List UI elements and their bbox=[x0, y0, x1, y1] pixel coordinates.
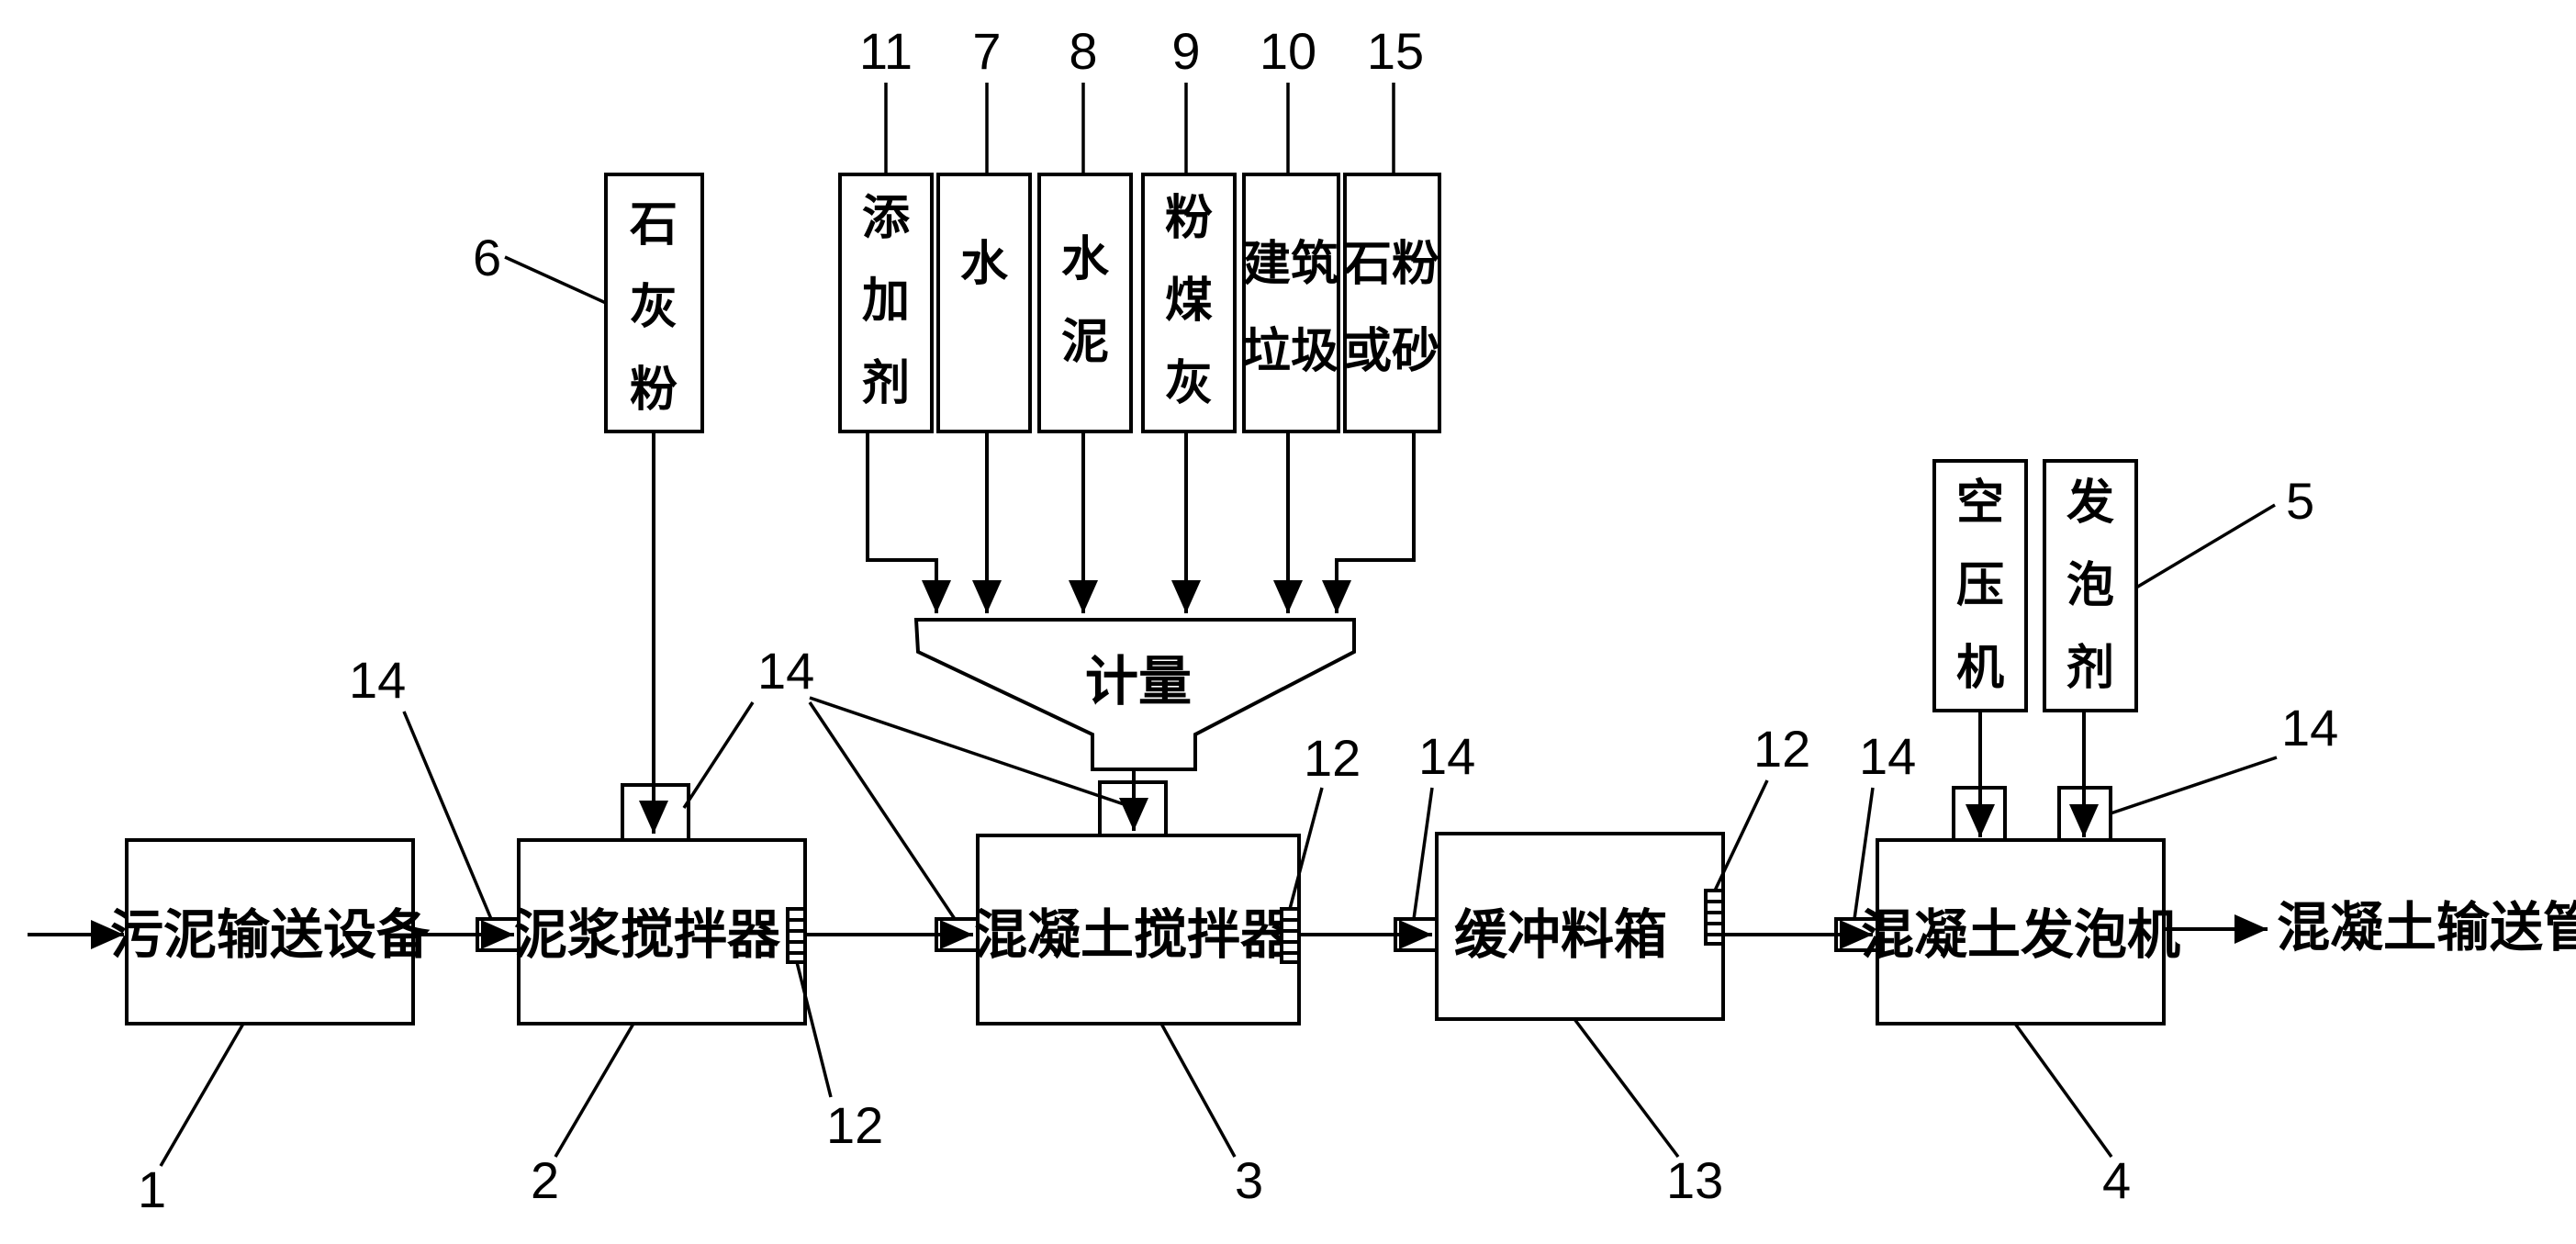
ref-8: 8 bbox=[1069, 22, 1097, 80]
svg-text:水: 水 bbox=[960, 237, 1009, 292]
sludge-conveyor-box: 污泥输送设备 bbox=[110, 838, 431, 1025]
svg-text:石: 石 bbox=[630, 197, 678, 252]
svg-text:剂: 剂 bbox=[2066, 641, 2114, 696]
ref-14-b: 14 bbox=[757, 642, 814, 700]
concrete-foamer-box: 混凝土发泡机 bbox=[1861, 838, 2180, 1025]
cement-box: 水 泥 bbox=[1037, 173, 1133, 433]
svg-text:机: 机 bbox=[1956, 641, 2004, 696]
output-label: 混凝土输送管 bbox=[2277, 896, 2576, 958]
outlet-grille bbox=[1280, 907, 1301, 964]
svg-text:剂: 剂 bbox=[862, 356, 910, 411]
outlet-grille bbox=[1704, 889, 1725, 946]
stone-powder-box: 石粉 或砂 bbox=[1343, 173, 1441, 433]
svg-text:空: 空 bbox=[1956, 476, 2004, 531]
buffer-bin-label: 缓冲料箱 bbox=[1454, 903, 1667, 966]
sludge-conveyor-label: 污泥输送设备 bbox=[110, 903, 431, 966]
water-box: 水 bbox=[936, 173, 1032, 433]
svg-text:发: 发 bbox=[2066, 476, 2114, 531]
svg-text:添: 添 bbox=[862, 191, 910, 246]
svg-text:泥: 泥 bbox=[1061, 315, 1109, 370]
svg-text:灰: 灰 bbox=[1165, 356, 1213, 411]
concrete-mixer-label: 混凝土搅拌器 bbox=[974, 903, 1294, 966]
svg-text:水: 水 bbox=[1061, 232, 1110, 287]
inlet-connector bbox=[1834, 917, 1879, 952]
fly-ash-box: 粉 煤 灰 bbox=[1141, 173, 1237, 433]
svg-text:或砂: 或砂 bbox=[1344, 324, 1439, 379]
foaming-agent-box: 发 泡 剂 bbox=[2043, 459, 2138, 712]
inlet-connector bbox=[1394, 917, 1439, 952]
svg-text:灰: 灰 bbox=[630, 280, 678, 335]
ref-11: 11 bbox=[859, 22, 913, 80]
ref-12-b: 12 bbox=[1304, 729, 1361, 787]
ref-14-d: 14 bbox=[1859, 727, 1916, 785]
construction-waste-box: 建筑 垃圾 bbox=[1242, 173, 1340, 433]
svg-text:垃圾: 垃圾 bbox=[1243, 324, 1338, 379]
additive-box: 添 加 剂 bbox=[838, 173, 934, 433]
ref-14-c: 14 bbox=[1418, 727, 1475, 785]
outlet-grille bbox=[786, 907, 807, 964]
buffer-bin-box: 缓冲料箱 bbox=[1435, 832, 1725, 1021]
concrete-foamer-label: 混凝土发泡机 bbox=[1861, 903, 2180, 966]
ref-5: 5 bbox=[2286, 472, 2314, 530]
ref-12-a: 12 bbox=[826, 1096, 883, 1154]
svg-text:压: 压 bbox=[1956, 558, 2004, 613]
ref-4: 4 bbox=[2102, 1151, 2131, 1209]
ref-10: 10 bbox=[1260, 22, 1316, 80]
svg-text:建筑: 建筑 bbox=[1243, 237, 1338, 292]
inlet-connector bbox=[935, 917, 980, 952]
ref-12-c: 12 bbox=[1753, 720, 1810, 778]
ref-6: 6 bbox=[473, 229, 501, 286]
svg-text:粉: 粉 bbox=[630, 363, 678, 418]
ref-3: 3 bbox=[1235, 1151, 1263, 1209]
lime-powder-box: 石 灰 粉 bbox=[604, 173, 704, 433]
ref-2: 2 bbox=[531, 1151, 559, 1209]
svg-text:煤: 煤 bbox=[1165, 274, 1213, 329]
ref-15: 15 bbox=[1367, 22, 1424, 80]
concrete-mixer-box: 混凝土搅拌器 bbox=[974, 834, 1301, 1025]
ref-7: 7 bbox=[972, 22, 1001, 80]
metering-label: 计量 bbox=[1085, 650, 1192, 712]
inlet-connector bbox=[476, 917, 521, 952]
metering-funnel: 计量 bbox=[913, 618, 1356, 771]
ref-9: 9 bbox=[1171, 22, 1200, 80]
slurry-mixer-box: 泥浆搅拌器 bbox=[514, 838, 807, 1025]
svg-text:粉: 粉 bbox=[1165, 191, 1213, 246]
ref-1: 1 bbox=[138, 1160, 166, 1218]
svg-text:泡: 泡 bbox=[2066, 558, 2114, 613]
svg-text:加: 加 bbox=[862, 274, 910, 329]
ref-13: 13 bbox=[1666, 1151, 1723, 1209]
ref-14-e: 14 bbox=[2281, 699, 2338, 756]
svg-text:石粉: 石粉 bbox=[1344, 237, 1439, 292]
ref-14-a: 14 bbox=[349, 651, 406, 709]
slurry-mixer-label: 泥浆搅拌器 bbox=[514, 903, 781, 966]
air-compressor-box: 空 压 机 bbox=[1932, 459, 2028, 712]
